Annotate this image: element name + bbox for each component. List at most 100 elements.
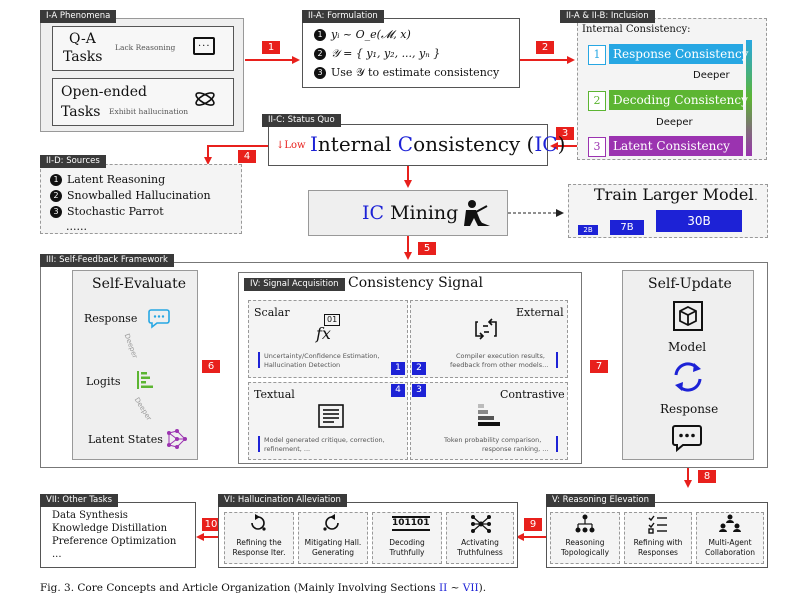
- open-ended-box: Open-ended Tasks Exhibit hallucination: [52, 78, 234, 126]
- checklist-icon: [648, 514, 668, 534]
- eval-response-label: Response: [84, 312, 138, 325]
- step-6: 6: [202, 360, 220, 373]
- oe-title-2: Tasks: [61, 104, 101, 120]
- network-icon: [470, 514, 492, 534]
- train-dots: ...: [748, 192, 758, 203]
- halluc-4-l1: Activating: [461, 538, 499, 547]
- deeper-label-1: Deeper: [693, 70, 730, 81]
- model-30b: 30B: [656, 210, 742, 232]
- contrastive-box: [410, 382, 568, 460]
- iterate-icon: [248, 514, 268, 532]
- neural-net-icon: [166, 428, 188, 450]
- signal-tag: IV: Signal Acquisition: [244, 278, 345, 291]
- self-update-title: Self-Update: [648, 276, 732, 292]
- halluc-1-l2: Response Iter.: [232, 548, 286, 557]
- reasoning-1-l2: Topologically: [560, 548, 610, 557]
- signal-num-4: 4: [391, 384, 405, 397]
- external-box: [410, 300, 568, 378]
- multi-agent-icon: [718, 514, 742, 534]
- ic-mining-title: IC Mining: [362, 202, 459, 224]
- qa-tasks-box: Q-A Tasks Lack Reasoning ···: [52, 26, 234, 71]
- scalar-desc-1: Uncertainty/Confidence Estimation,: [264, 352, 380, 360]
- eval-latent-label: Latent States: [88, 433, 163, 446]
- step-3: 3: [556, 127, 574, 140]
- other-task-2: Knowledge Distillation: [52, 523, 168, 534]
- model-7b: 7B: [610, 220, 644, 235]
- halluc-item-3: [372, 512, 442, 564]
- step-8: 8: [698, 470, 716, 483]
- self-update-response-label: Response: [660, 402, 719, 416]
- contrastive-title: Contrastive: [500, 388, 565, 401]
- arrow-4: [204, 145, 268, 165]
- phenomena-tag: I-A Phenomena: [40, 10, 117, 23]
- scalar-title: Scalar: [254, 306, 290, 319]
- self-update-model-label: Model: [668, 340, 707, 354]
- status-quo-panel: [268, 124, 548, 166]
- self-evaluate-panel: [72, 270, 198, 460]
- step-1: 1: [262, 41, 280, 54]
- reasoning-item-2: [624, 512, 692, 564]
- other-task-4: ...: [52, 549, 62, 560]
- reasoning-3-l2: Collaboration: [705, 548, 755, 557]
- qa-title-1: Q-A: [69, 31, 96, 47]
- eval-logits-label: Logits: [86, 375, 121, 388]
- reasoning-tag: V: Reasoning Elevation: [546, 494, 655, 507]
- signal-num-3: 3: [412, 384, 426, 397]
- signal-num-2: 2: [412, 362, 426, 375]
- contrastive-desc-2: response ranking, ...: [482, 445, 549, 453]
- source-more: ......: [66, 220, 87, 233]
- sources-panel: [40, 164, 242, 234]
- formulation-panel: [302, 18, 520, 88]
- inclusion-tag: II-A & II-B: Inclusion: [560, 10, 655, 23]
- model-2b: 2B: [578, 225, 598, 235]
- deeper-label-2: Deeper: [656, 117, 693, 128]
- halluc-tag: VI: Hallucination Alleviation: [218, 494, 347, 507]
- contrastive-accent-bar: [556, 436, 558, 452]
- low-arrow-icon: ↓: [276, 140, 285, 151]
- other-task-1: Data Synthesis: [52, 510, 128, 521]
- halluc-4-l2: Truthfulness: [457, 548, 503, 557]
- scalar-box: [248, 300, 408, 378]
- step-9: 9: [524, 518, 542, 531]
- response-consistency-bar: Response Consistency: [609, 44, 748, 64]
- internal-consistency-title: Internal Consistency (IC): [310, 132, 566, 156]
- reasoning-2-l2: Responses: [638, 548, 678, 557]
- textual-desc-1: Model generated critique, correction,: [264, 436, 385, 444]
- halluc-1-l1: Refining the: [236, 538, 282, 547]
- scalar-desc-2: Hallucination Detection: [264, 361, 341, 369]
- textual-desc-2: refinement, ...: [264, 445, 311, 453]
- self-evaluate-title: Self-Evaluate: [92, 276, 186, 292]
- inclusion-num-3: 3: [588, 137, 606, 157]
- qa-note: Lack Reasoning: [115, 43, 176, 52]
- sources-tag: II-D: Sources: [40, 155, 106, 168]
- self-feedback-tag: III: Self-Feedback Framework: [40, 254, 174, 267]
- refresh-icon: [670, 360, 706, 394]
- chat-icon: [148, 308, 170, 329]
- other-tasks-tag: VII: Other Tasks: [40, 494, 119, 507]
- model-cube-icon: [672, 300, 704, 332]
- halluc-item-4: [446, 512, 514, 564]
- textual-box: [248, 382, 408, 460]
- step-7: 7: [590, 360, 608, 373]
- external-desc-2: feedback from other models...: [450, 361, 549, 369]
- formulation-tag: II-A: Formulation: [302, 10, 384, 23]
- message-icon: ···: [193, 37, 215, 55]
- low-label: ↓Low: [276, 140, 306, 151]
- halluc-3-l1: Decoding: [389, 538, 425, 547]
- signal-num-1: 1: [391, 362, 405, 375]
- halluc-item-2: [298, 512, 368, 564]
- halluc-3-l2: Truthfully: [389, 548, 425, 557]
- bar-list-icon: [136, 370, 156, 390]
- textual-title: Textual: [254, 388, 295, 401]
- external-title: External: [516, 306, 564, 319]
- step-10: 10: [202, 518, 220, 531]
- mining-worker-icon: [460, 198, 490, 228]
- other-task-3: Preference Optimization: [52, 536, 177, 547]
- train-title: Train Larger Model: [594, 185, 754, 204]
- document-icon: [318, 404, 344, 428]
